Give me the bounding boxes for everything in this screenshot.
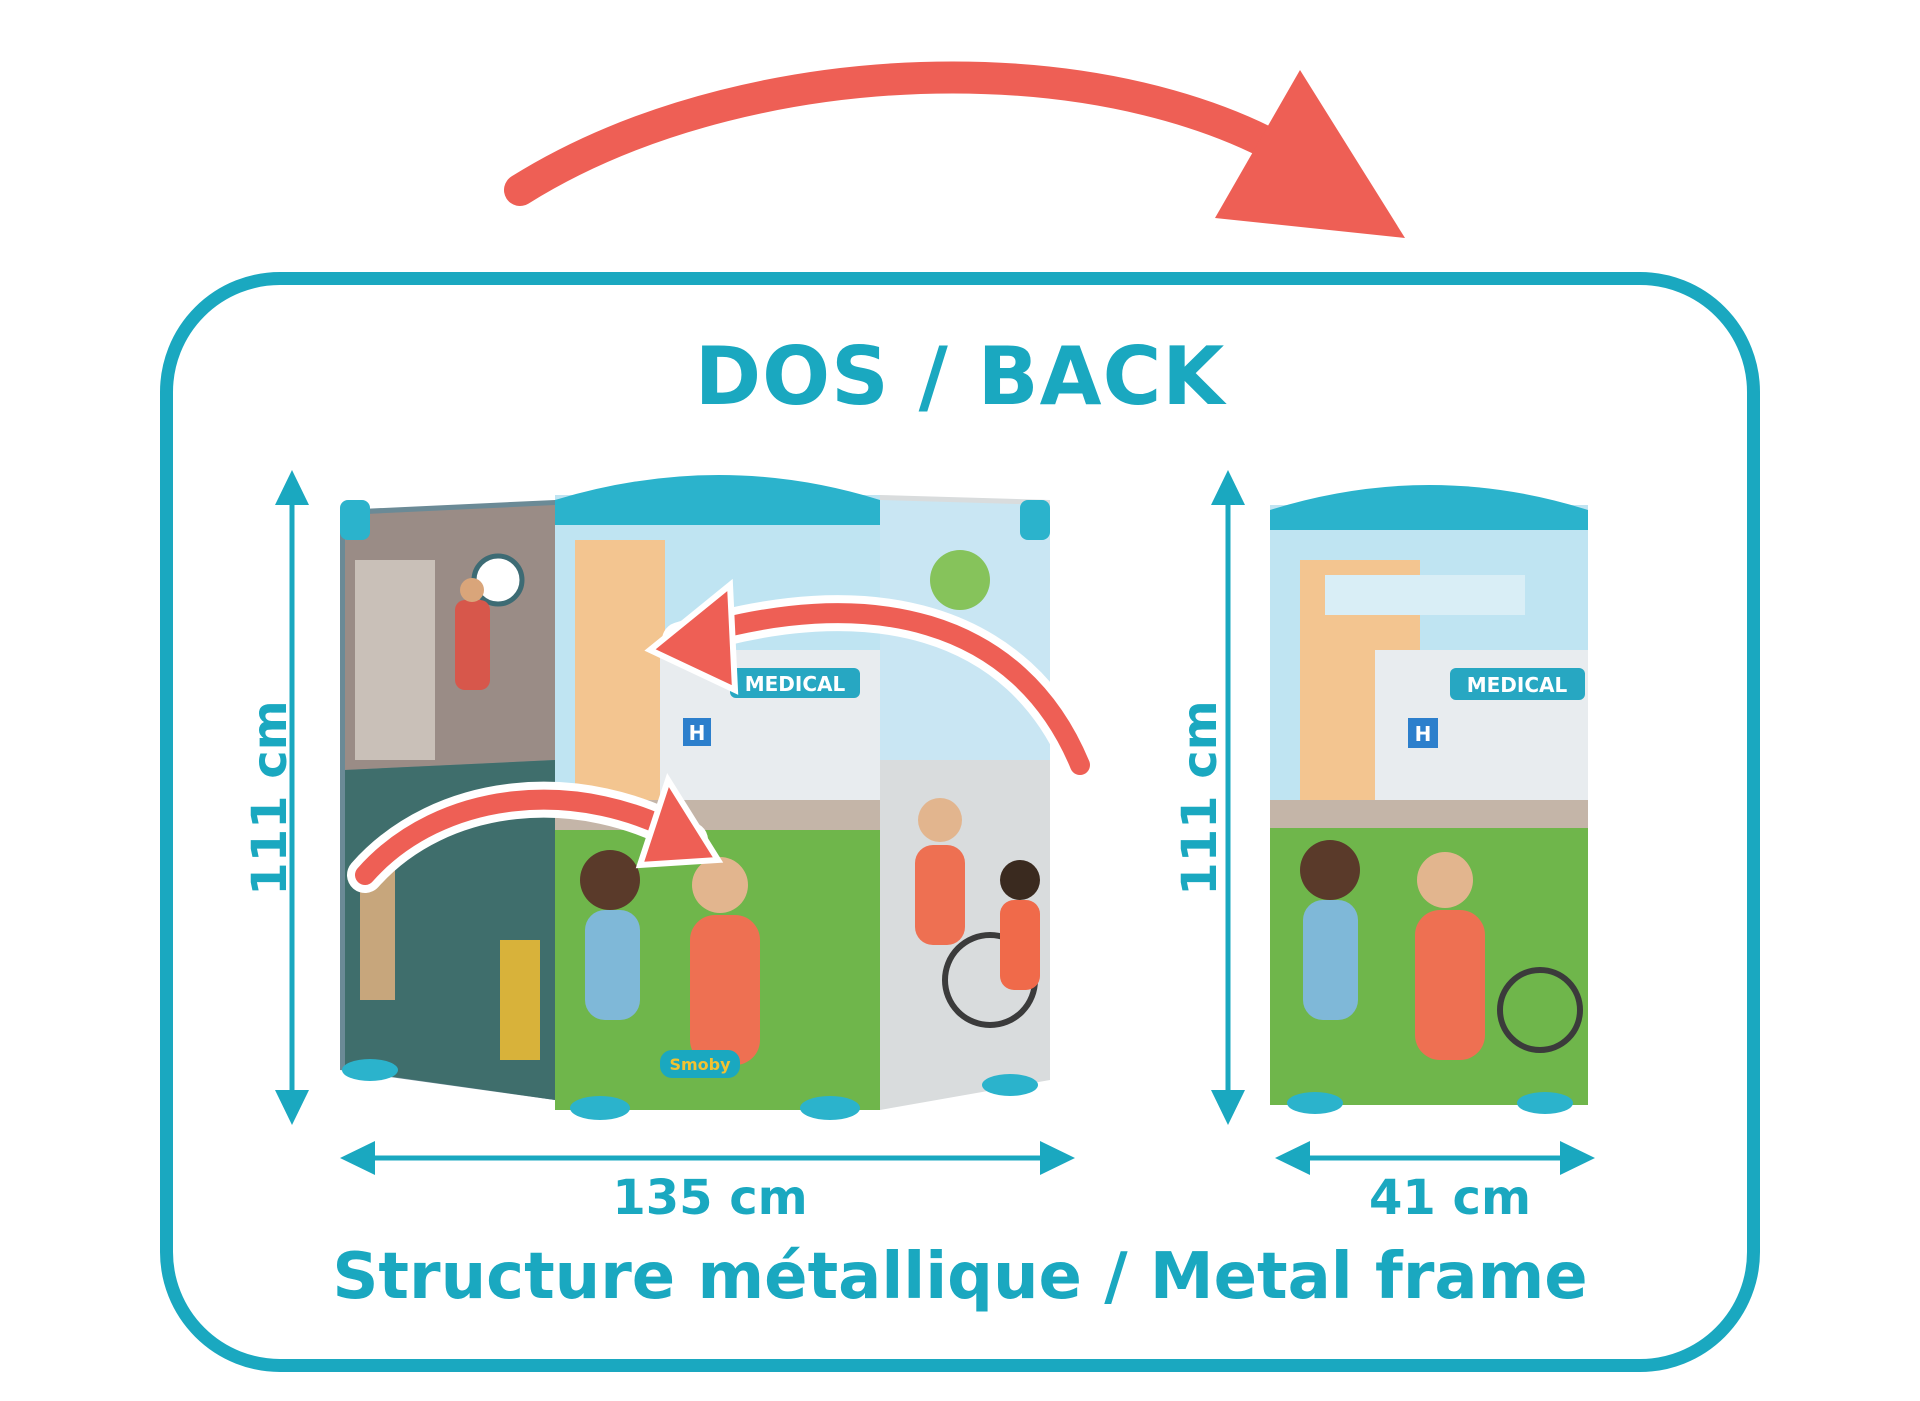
svg-text:MEDICAL: MEDICAL — [1467, 673, 1568, 697]
svg-text:H: H — [1415, 722, 1432, 746]
frame-material-caption: Structure métallique / Metal frame — [332, 1240, 1588, 1314]
back-view-frame — [160, 272, 1760, 1372]
svg-text:H: H — [689, 721, 706, 745]
small-height-label: 111 cm — [1172, 700, 1228, 896]
page-title: DOS / BACK — [694, 330, 1226, 423]
large-width-label: 135 cm — [612, 1170, 808, 1226]
large-height-label: 111 cm — [242, 700, 298, 896]
svg-text:Smoby: Smoby — [669, 1055, 731, 1074]
svg-text:MEDICAL: MEDICAL — [745, 672, 846, 696]
small-width-label: 41 cm — [1369, 1170, 1531, 1226]
